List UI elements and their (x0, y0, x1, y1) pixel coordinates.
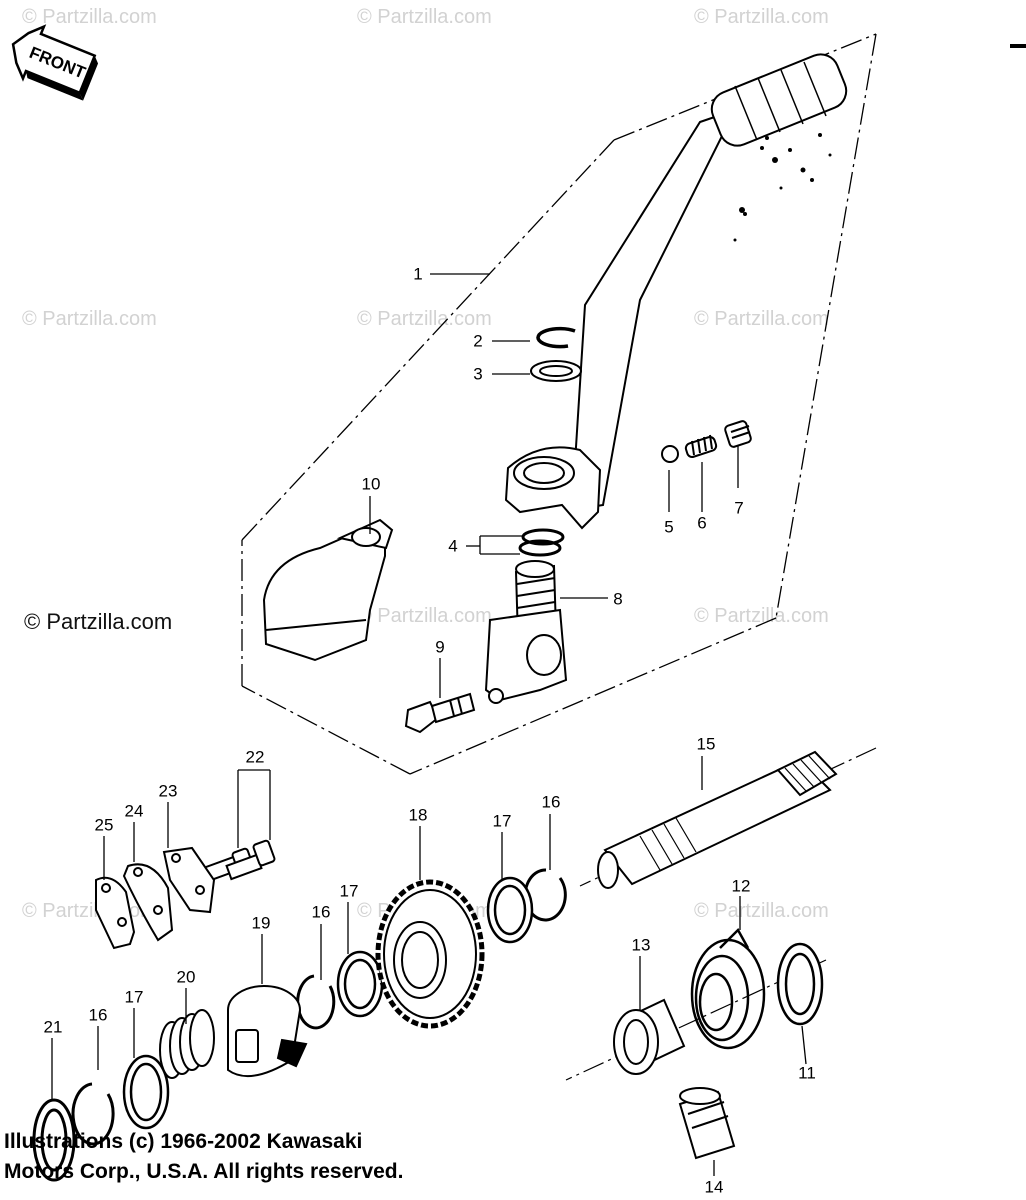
callout-11: 11 (798, 1063, 816, 1083)
pedal-rubber (262, 518, 394, 662)
speckle-pattern (733, 133, 832, 242)
callout-16: 16 (88, 1005, 108, 1025)
ratchet (227, 985, 308, 1077)
callout-17: 17 (339, 881, 359, 901)
callout-19: 19 (251, 913, 271, 933)
callout-7: 7 (734, 498, 744, 518)
detent-cap (724, 420, 752, 448)
callout-9: 9 (435, 637, 445, 657)
callout-17: 17 (492, 811, 512, 831)
callout-18: 18 (408, 805, 428, 825)
collar (613, 998, 686, 1075)
callout-24: 24 (124, 801, 144, 821)
washer (530, 360, 582, 382)
callout-21: 21 (43, 1017, 63, 1037)
circlip (536, 326, 576, 349)
callout-3: 3 (473, 364, 483, 384)
callout-23: 23 (158, 781, 178, 801)
washer (336, 950, 384, 1018)
callout-14: 14 (704, 1177, 724, 1197)
washer (122, 1054, 170, 1130)
pinch-bolt (404, 692, 476, 734)
callout-16: 16 (311, 902, 331, 922)
bolts (199, 839, 276, 884)
kick-shaft (597, 750, 838, 889)
watermark: © Partzilla.com (22, 308, 157, 330)
rings (518, 528, 565, 557)
washer (32, 1098, 76, 1182)
watermark: © Partzilla.com (694, 6, 829, 28)
circlip (296, 974, 336, 1030)
callout-13: 13 (631, 935, 651, 955)
callout-5: 5 (664, 517, 674, 537)
callout-20: 20 (176, 967, 196, 987)
stopper (95, 876, 136, 950)
callout-22: 22 (245, 747, 265, 767)
watermark: © Partzilla.com (694, 308, 829, 330)
watermark: © Partzilla.com (357, 605, 492, 627)
watermark: © Partzilla.com (357, 6, 492, 28)
callout-6: 6 (697, 513, 707, 533)
callout-8: 8 (613, 589, 623, 609)
watermark: © Partzilla.com (357, 308, 492, 330)
spring-pin (678, 1087, 736, 1160)
watermark: © Partzilla.com (694, 605, 829, 627)
leader-lines (51, 273, 807, 1176)
callout-15: 15 (696, 734, 716, 754)
stopper-plate (122, 863, 174, 942)
ball (661, 445, 679, 463)
edge-dash-mark (1010, 44, 1026, 48)
circlip (71, 1082, 115, 1146)
copyright-line-2: Motors Corp., U.S.A. All rights reserved… (4, 1160, 404, 1183)
callout-4: 4 (448, 536, 458, 556)
callout-12: 12 (731, 876, 751, 896)
callout-10: 10 (361, 474, 381, 494)
callout-25: 25 (94, 815, 114, 835)
kick-shaft-boss (484, 560, 568, 704)
callout-2: 2 (473, 331, 483, 351)
ratchet-spring (159, 1009, 215, 1079)
washer (776, 942, 824, 1026)
callout-17: 17 (124, 987, 144, 1007)
callout-16: 16 (541, 792, 561, 812)
guide-plate (162, 846, 216, 914)
watermark: © Partzilla.com (22, 6, 157, 28)
callout-1: 1 (413, 264, 423, 284)
kick-pedal-lever (504, 53, 848, 530)
watermark: © Partzilla.com (694, 900, 829, 922)
copyright-line-1: Illustrations (c) 1966-2002 Kawasaki (4, 1130, 363, 1153)
watermark-prominent: © Partzilla.com (24, 609, 173, 634)
return-spring (690, 927, 766, 1050)
kick-gear (375, 879, 485, 1029)
washer (486, 876, 534, 944)
front-arrow-icon: FRONT (11, 24, 99, 101)
detent-spring (684, 434, 718, 458)
circlip (523, 868, 567, 922)
